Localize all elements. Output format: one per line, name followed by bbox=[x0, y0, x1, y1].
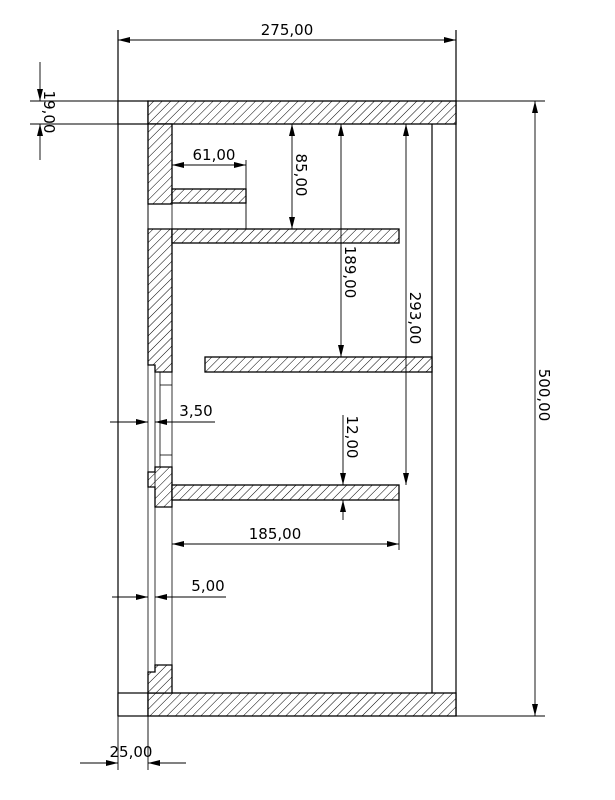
dim-overall-width: 275,00 bbox=[261, 21, 314, 39]
dim-lower-shelf-gap: 293,00 bbox=[406, 292, 424, 345]
plinth bbox=[117, 692, 149, 717]
dim-shelf-depth: 185,00 bbox=[249, 525, 302, 543]
dim-plinth-offset: 25,00 bbox=[110, 743, 153, 761]
dim-door-thickness: 5,00 bbox=[191, 577, 224, 595]
dim-small-shelf-gap: 85,00 bbox=[292, 154, 310, 197]
dim-door-gap: 3,50 bbox=[179, 402, 212, 420]
dim-shelf-thickness: 12,00 bbox=[343, 416, 361, 459]
dim-small-shelf-depth: 61,00 bbox=[193, 146, 236, 164]
shelf-upper bbox=[171, 228, 400, 244]
small-shelf bbox=[171, 188, 247, 204]
shelf-lower bbox=[171, 484, 400, 501]
shelf-middle bbox=[204, 356, 433, 373]
door-rail-bottom bbox=[147, 664, 173, 694]
top-panel-overhang bbox=[117, 100, 149, 125]
cabinet-body bbox=[117, 30, 457, 717]
bottom-panel bbox=[147, 692, 457, 717]
dimensions: 275,00 19,00 61,00 85,00 189,00 293,00 5… bbox=[30, 21, 553, 770]
left-wall-middle bbox=[147, 228, 173, 373]
top-panel bbox=[147, 100, 457, 125]
door-rail bbox=[147, 466, 173, 508]
dim-middle-shelf-gap: 189,00 bbox=[341, 246, 359, 299]
left-wall-upper bbox=[147, 123, 173, 205]
dim-top-thickness: 19,00 bbox=[40, 91, 58, 134]
dim-overall-height: 500,00 bbox=[535, 369, 553, 422]
